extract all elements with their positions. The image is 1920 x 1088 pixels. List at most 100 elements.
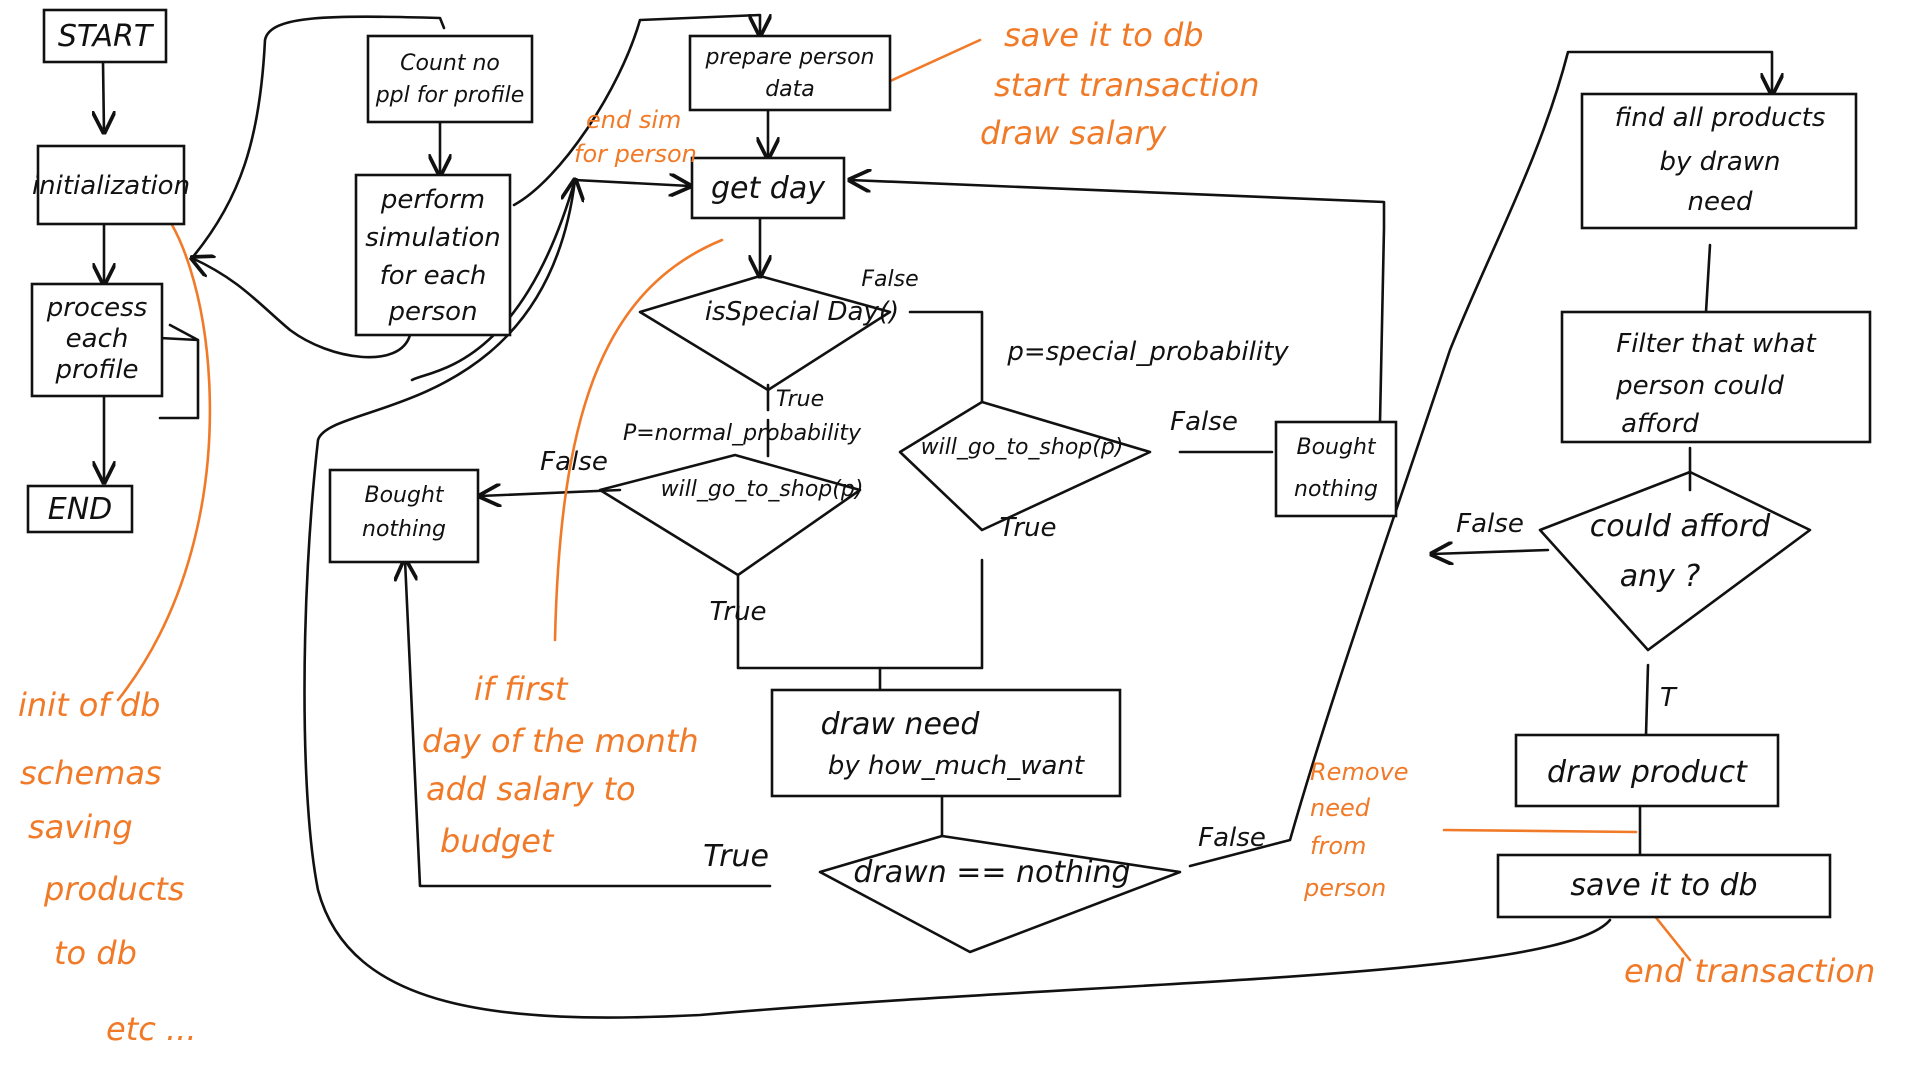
edge-drawn-true [405,560,772,888]
annotation-lines [116,38,1692,962]
bought-nothing-left-box [328,468,480,564]
perform-simulation-line-4: person [387,297,477,327]
first-day-note-line-1: if first [474,670,569,708]
left-true-label: True [709,597,766,627]
init-note-line-3: saving [28,808,133,846]
init-note-line-5: to db [54,934,137,972]
drawn-nothing-diamond [818,834,1182,954]
could-afford-diamond [1538,470,1812,652]
initialization-box [36,144,186,226]
remove-need-note-line-2: need [1310,794,1371,822]
edge-labels: False True False True False True True Fa… [540,267,1678,874]
process-profile-box [30,282,164,398]
draw-product-label: draw product [1547,755,1748,790]
end-label: END [48,492,113,527]
special-true-label: True [776,387,824,412]
end-sim-note-line-1: end sim [586,106,681,134]
process-profile-line-2: each [66,324,129,354]
could-afford-line-1: could afford [1590,509,1771,544]
filter-affordable-line-2: person could [1615,371,1784,401]
normal-probability-label: P=normal_probability [623,421,862,446]
find-products-line-1: find all products [1615,103,1826,133]
edge-perform-process [192,258,412,359]
end-box [26,484,134,534]
annotation-line-prepare [886,38,982,84]
drawn-true-label: True [703,839,769,874]
filter-affordable-line-3: afford [1621,409,1699,439]
afford-true-label: T [1660,683,1678,713]
will-shop-left-label: will_go_to_shop(p) [661,477,864,502]
prepare-person-line-2: data [765,77,815,102]
init-note-line-6: etc ... [106,1010,197,1048]
get-day-label: get day [711,171,826,206]
edge-perform-prepare [512,13,760,207]
draw-need-line-2: by how_much_want [828,751,1085,781]
bought-nothing-right-line-2: nothing [1294,477,1378,502]
could-afford-line-2: any ? [1620,559,1701,594]
prepare-person-box [688,34,892,112]
edge-save-getday-return [303,180,1612,1019]
special-probability-label: p=special_probability [1006,337,1289,367]
perform-simulation-line-2: simulation [365,223,501,253]
perform-simulation-line-1: perform [380,185,485,215]
annotation-line-init [116,196,212,702]
special-false-label: False [861,267,918,292]
edge-left-false [480,490,622,496]
edge-find-filter [1704,243,1712,314]
first-day-note-line-4: budget [440,822,555,860]
bought-nothing-right-line-1: Bought [1296,435,1376,460]
process-profile-line-1: process [46,293,147,323]
end-transaction-note: end transaction [1624,952,1875,990]
will-shop-right-label: will_go_to_shop(p) [921,435,1124,460]
first-day-note-line-2: day of the month [422,722,699,760]
annotations: save it to db start transaction draw sal… [18,16,1875,1048]
find-products-line-3: need [1688,187,1753,217]
special-day-diamond [638,274,892,392]
drawn-false-label: False [1198,823,1266,853]
draw-need-box [770,688,1122,798]
perform-simulation-line-3: for each [380,261,487,291]
find-products-line-2: by drawn [1659,147,1780,177]
perform-simulation-box [354,173,512,337]
initialization-label: initialization [32,171,190,201]
special-day-label: isSpecial Day() [705,297,899,327]
save-db-label: save it to db [1570,868,1757,903]
annotation-line-first-day [553,238,724,642]
prepare-note-line-3: draw salary [980,114,1167,152]
edge-special-false [908,310,984,404]
right-true-label: True [999,513,1056,543]
draw-need-line-1: draw need [821,707,981,742]
will-shop-right-diamond [898,400,1152,532]
save-db-box [1496,853,1832,919]
edge-afford-false [1432,550,1550,554]
edge-right-true [878,558,984,696]
start-label: START [58,19,155,54]
get-day-box [690,156,846,220]
find-products-box [1580,92,1858,230]
draw-product-box [1514,733,1780,808]
first-day-note-line-3: add salary to [426,770,636,808]
left-false-label: False [540,447,608,477]
filter-affordable-line-1: Filter that what [1616,329,1816,359]
drawn-nothing-label: drawn == nothing [853,855,1130,890]
prepare-note-line-2: start transaction [994,66,1259,104]
prepare-note-line-1: save it to db [1004,16,1204,54]
init-note-line-1: init of db [18,686,160,724]
remove-need-note-line-3: from [1310,832,1366,860]
edge-start-init [103,60,104,132]
init-note-line-4: products [43,870,184,908]
afford-false-label: False [1456,509,1524,539]
shapes [26,8,1872,954]
init-note-line-2: schemas [20,754,162,792]
node-labels: START initialization END process each pr… [32,19,1825,903]
edge-process-loop [158,323,200,420]
annotation-line-end-transaction [1648,908,1692,962]
process-profile-line-3: profile [54,355,138,385]
count-people-box [366,34,534,124]
edge-bought-left-loop [410,180,690,382]
bought-nothing-left-line-2: nothing [362,517,446,542]
prepare-person-line-1: prepare person [705,45,875,70]
edge-drawn-false [1188,50,1772,868]
edge-bought-right-loop [850,180,1386,424]
